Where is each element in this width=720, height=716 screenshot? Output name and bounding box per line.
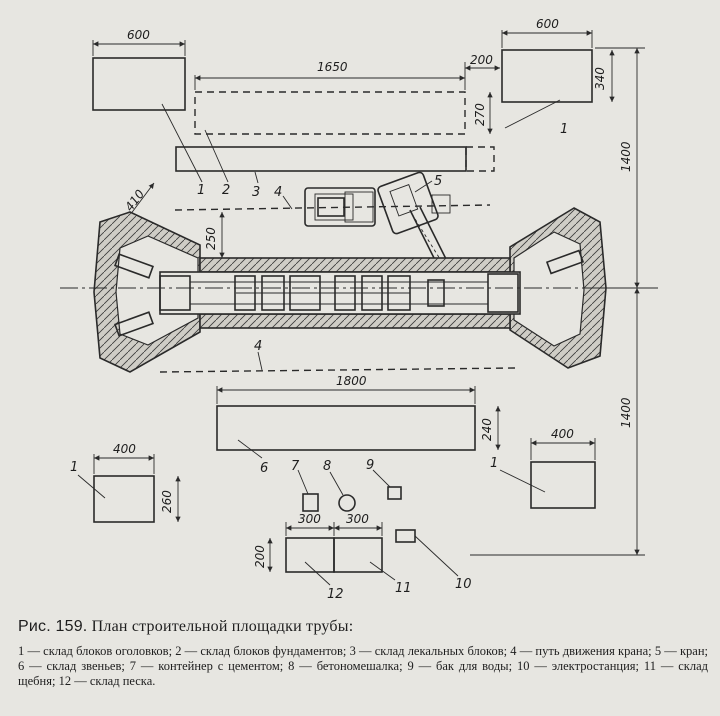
label-2: 2 [222, 183, 230, 198]
dim-300-sand: 300 [298, 512, 321, 526]
label-1-bottom-left: 1 [70, 460, 78, 475]
dim-240: 240 [480, 418, 494, 441]
label-8: 8 [323, 459, 331, 474]
dim-1650: 1650 [317, 60, 348, 74]
head-block-store-top-left [92, 57, 186, 111]
label-4-top: 4 [274, 185, 282, 200]
pipe-links-store [216, 405, 476, 451]
label-6: 6 [260, 461, 268, 476]
caption-title: План строительной площадки трубы: [91, 618, 354, 635]
dim-400-left: 400 [113, 442, 136, 456]
dim-340: 340 [593, 67, 607, 90]
cement-container [302, 493, 319, 512]
dim-410: 410 [122, 187, 147, 214]
template-block-store [175, 146, 467, 172]
dim-600-right: 600 [536, 17, 559, 31]
label-7: 7 [291, 459, 300, 474]
dim-260: 260 [160, 490, 174, 513]
figure-legend: 1 — склад блоков оголовков; 2 — склад бл… [18, 644, 708, 688]
dim-400-right: 400 [551, 427, 574, 441]
label-3: 3 [252, 185, 260, 200]
label-5: 5 [434, 174, 442, 189]
dim-600-left: 600 [127, 28, 150, 42]
dim-300-gravel: 300 [346, 512, 369, 526]
label-1-bottom-right: 1 [490, 456, 498, 471]
power-station [395, 529, 416, 543]
dim-250: 250 [204, 227, 218, 250]
label-10: 10 [455, 577, 472, 592]
caption-prefix: Рис. 159. [18, 618, 88, 635]
water-tank [387, 486, 402, 500]
dim-200: 200 [470, 53, 493, 67]
head-block-store-bottom-right [530, 461, 596, 509]
figure-caption: Рис. 159. План строительной площадки тру… [18, 618, 708, 636]
crane-path-bottom [159, 367, 516, 373]
label-1-top-right: 1 [560, 122, 568, 137]
label-11: 11 [395, 581, 412, 596]
crane-path-top [174, 204, 491, 211]
gravel-store [333, 537, 383, 573]
label-9: 9 [366, 458, 374, 473]
head-block-store-top-right [501, 49, 593, 103]
label-1-top-left: 1 [197, 183, 205, 198]
culvert-pipe [93, 207, 607, 373]
label-4-bottom: 4 [254, 339, 262, 354]
dim-1400-bottom: 1400 [619, 397, 633, 428]
foundation-block-store [194, 91, 466, 135]
site-plan-drawing: 600 600 340 1 1650 200 270 1 2 3 4 5 [60, 17, 660, 602]
dim-200-sand: 200 [253, 545, 267, 568]
label-12: 12 [327, 587, 344, 602]
concrete-mixer [338, 494, 356, 512]
dim-1800: 1800 [336, 374, 367, 388]
dim-1400-top: 1400 [619, 141, 633, 172]
dim-270: 270 [473, 103, 487, 126]
head-block-store-bottom-left [93, 475, 155, 523]
